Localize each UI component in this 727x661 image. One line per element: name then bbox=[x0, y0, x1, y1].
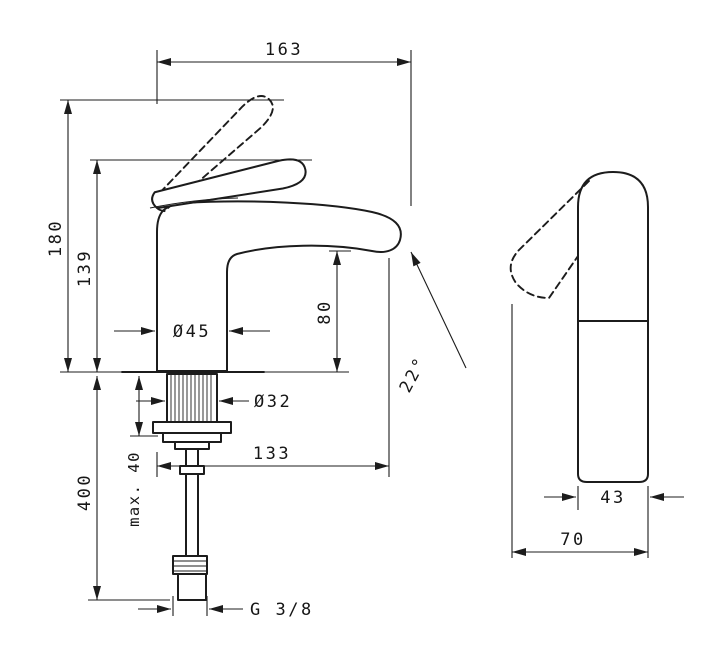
dim-reach-overall-label: 163 bbox=[265, 40, 303, 60]
dimension-body-diameter: Ø45 bbox=[114, 322, 270, 342]
dim-outlet-angle-label: 22° bbox=[396, 353, 432, 396]
threaded-shank bbox=[166, 373, 218, 423]
dim-height-open-label: 180 bbox=[46, 219, 66, 257]
dimension-outlet-angle: 22° bbox=[396, 251, 467, 396]
mounting-nut bbox=[152, 421, 232, 450]
handle-base-line bbox=[149, 197, 239, 209]
dimension-outlet-clearance: 80 bbox=[264, 250, 351, 373]
dimension-deck-thickness: max. 40 bbox=[125, 376, 158, 527]
dimension-install-depth: 400 bbox=[75, 376, 170, 601]
front-view: 163 180 139 80 Ø45 Ø32 bbox=[46, 40, 467, 620]
dim-body-depth-label: 43 bbox=[600, 488, 625, 508]
dim-deck-thickness-label: max. 40 bbox=[125, 451, 143, 527]
dim-overall-depth-label: 70 bbox=[560, 530, 585, 550]
side-body-outline bbox=[577, 171, 649, 483]
side-view: 43 70 bbox=[509, 171, 684, 558]
dimension-outlet-reach: 133 bbox=[156, 258, 390, 477]
dimension-height-closed: 139 bbox=[75, 159, 312, 372]
dimension-height-open: 180 bbox=[46, 99, 284, 373]
side-handle-open-dashed bbox=[509, 180, 590, 299]
dimension-body-depth: 43 bbox=[544, 486, 684, 558]
dim-body-diameter-label: Ø45 bbox=[173, 322, 211, 342]
dim-outlet-clearance-label: 80 bbox=[315, 299, 335, 324]
dim-height-closed-label: 139 bbox=[75, 249, 95, 287]
dim-outlet-reach-label: 133 bbox=[253, 444, 291, 464]
dim-install-depth-label: 400 bbox=[75, 473, 95, 511]
dimension-reach-overall: 163 bbox=[156, 40, 412, 206]
thread-hatching bbox=[170, 375, 212, 421]
supply-hose bbox=[172, 448, 208, 601]
dimension-connection-thread: G 3/8 bbox=[138, 596, 314, 620]
dim-shank-diameter-label: Ø32 bbox=[254, 392, 292, 412]
dim-connection-thread-label: G 3/8 bbox=[250, 600, 314, 620]
faucet-body-outline bbox=[156, 200, 402, 372]
dimension-overall-depth: 70 bbox=[511, 304, 648, 558]
